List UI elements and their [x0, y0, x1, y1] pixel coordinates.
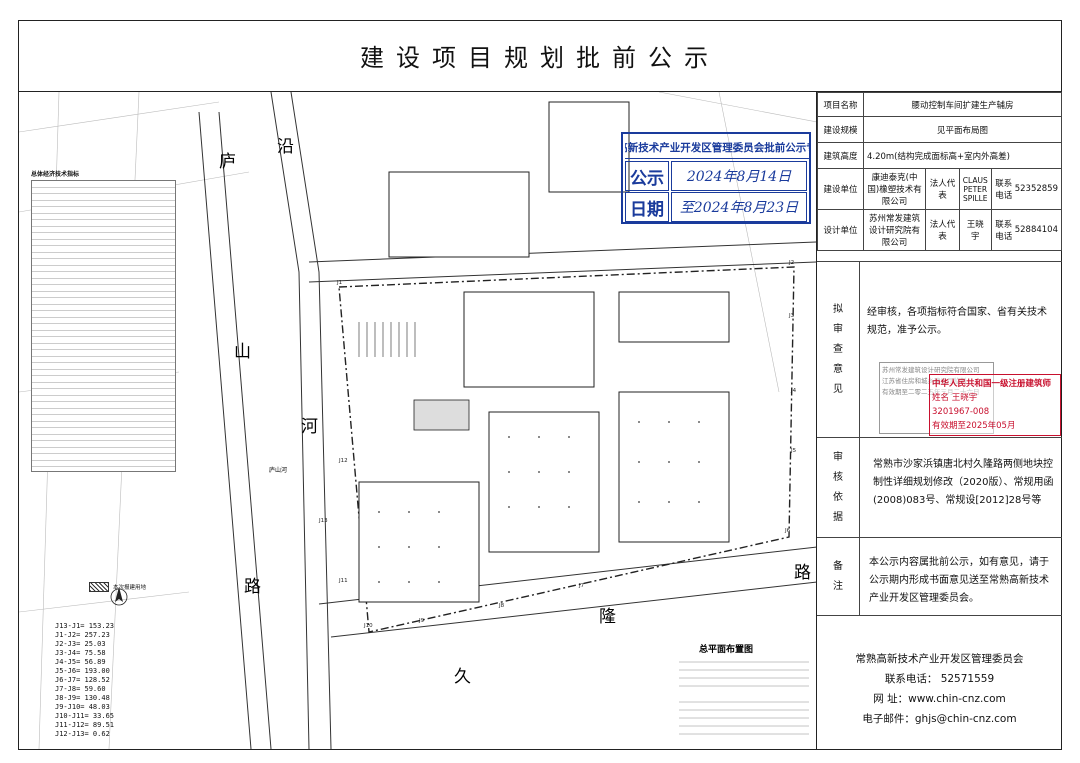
coord-row: J11-J12= 89.51: [55, 721, 115, 729]
coord-row: J5-J6= 193.00: [55, 667, 110, 675]
basis-label: 审 核 依 据: [817, 438, 860, 537]
footer-email: 电子邮件：ghjs@chin-cnz.com: [862, 713, 1017, 725]
opinion-section: 拟 审 查 意 见 经审核，各项指标符合国家、省有关技术规范，准予公示。 苏州常…: [817, 261, 1062, 437]
designer-label: 设计单位: [817, 209, 864, 251]
builder-label: 建设单位: [817, 168, 864, 210]
coord-row: J8-J9= 130.48: [55, 694, 110, 702]
builder-phone-value: 52352859: [1014, 184, 1058, 194]
info-panel: 项目名称 腰动控制车间扩建生产辅房 建设规模 见平面布局图 建筑高度 4.20m…: [817, 92, 1063, 749]
footer-phone: 联系电话： 52571559: [884, 673, 995, 685]
economic-index-table: 总体经济技术指标: [31, 171, 176, 473]
basis-section: 审 核 依 据 常熟市沙家浜镇唐北村久隆路两侧地块控制性详细规划修改（2020版…: [817, 437, 1062, 537]
road-label-lushan-1: 庐: [219, 152, 236, 172]
river-label-2: 河: [301, 417, 318, 437]
builder-rep: CLAUS PETER SPILLE: [958, 168, 992, 210]
site-plan: 庐 山 路 沿 河 久 隆 路 庐山河 总平面布置图 J1 J2 J3 J4 J…: [19, 92, 817, 749]
north-arrow-icon: [110, 587, 128, 606]
marker-j10: J10: [363, 623, 373, 629]
designer-phone-label: 联系电话: [995, 220, 1013, 242]
designer-rep: 王晓宇: [958, 209, 992, 251]
opinion-label: 拟 审 查 意 见: [817, 262, 860, 437]
height-label: 建筑高度: [817, 142, 864, 169]
coord-row: J4-J5= 56.89: [55, 658, 106, 666]
page-title: 建设项目规划批前公示: [18, 20, 1062, 92]
designer-rep-label: 法人代表: [925, 209, 960, 251]
stamp-date-end: 至2024年8月23日: [671, 192, 807, 222]
project-info-table: 项目名称 腰动控制车间扩建生产辅房 建设规模 见平面布局图 建筑高度 4.20m…: [817, 92, 1063, 251]
scale-label: 建设规模: [817, 116, 864, 143]
designer-phone: 联系电话 52884104: [990, 209, 1063, 251]
builder-phone: 联系电话 52352859: [990, 168, 1063, 210]
document-frame: [18, 20, 1062, 750]
designer-name: 苏州常发建筑设计研究院有限公司: [862, 209, 927, 251]
site-plan-drawing: 庐 山 路 沿 河 久 隆 路 庐山河 总平面布置图 J1 J2 J3 J4 J…: [19, 92, 816, 749]
notes-title: 总体经济技术指标: [31, 171, 80, 178]
footer-section: 常熟高新技术产业开发区管理委员会 联系电话： 52571559 网 址：www.…: [817, 615, 1062, 749]
designer-phone-value: 52884104: [1014, 225, 1058, 235]
remarks-label: 备 注: [817, 538, 860, 615]
builder-rep-label: 法人代表: [925, 168, 960, 210]
coord-row: J9-J10= 48.03: [55, 703, 110, 711]
coord-row: J6-J7= 128.52: [55, 676, 110, 684]
road-label-lushan-2: 山: [234, 342, 251, 362]
coordinate-list: J13-J1= 153.23 J1-J2= 257.23 J2-J3= 25.0…: [55, 622, 114, 739]
footer-org: 常熟高新技术产业开发区管理委员会: [855, 653, 1024, 665]
remarks-text: 本公示内容属批前公示，如有意见，请于公示期内形成书面意见送至常熟高新技术产业开发…: [869, 557, 1049, 604]
stamp-date-start: 2024年8月14日: [671, 161, 807, 191]
legend: 本次报建用地: [89, 582, 146, 592]
remarks-section: 备 注 本公示内容属批前公示，如有意见，请于公示期内形成书面意见送至常熟高新技术…: [817, 537, 1062, 615]
architect-stamp: 中华人民共和国一级注册建筑师 姓名 王晓宇 3201967-008 有效期至20…: [929, 374, 1061, 436]
publicity-stamp: 常熟高新技术产业开发区管理委员会批前公示专用章 公示 日期 2024年8月14日…: [621, 132, 811, 224]
river-name: 庐山河: [269, 466, 287, 474]
footer-website: 网 址：www.chin-cnz.com: [873, 693, 1006, 705]
coord-row: J1-J2= 257.23: [55, 631, 110, 639]
marker-j12: J12: [338, 458, 348, 464]
road-label-jiulong-3: 路: [794, 563, 811, 583]
marker-j4: J4: [790, 388, 797, 394]
road-label-jiulong-1: 久: [454, 667, 471, 687]
coord-row: J13-J1= 153.23: [55, 622, 115, 630]
marker-j6: J6: [784, 528, 791, 534]
marker-j7: J7: [578, 583, 585, 589]
coord-row: J7-J8= 59.60: [55, 685, 106, 693]
coord-row: J2-J3= 25.03: [55, 640, 106, 648]
drawing-title: 总平面布置图: [699, 643, 753, 655]
hatch-swatch-icon: [89, 582, 109, 592]
project-name-label: 项目名称: [817, 92, 864, 117]
stamp-label-top: 公示: [625, 161, 669, 191]
basis-text: 常熟市沙家浜镇唐北村久隆路两侧地块控制性详细规划修改（2020版）、常规用函(2…: [873, 459, 1054, 506]
road-label-lushan-3: 路: [244, 577, 261, 597]
height-value: 4.20m(结构完成面标高+室内外高差): [862, 142, 1063, 169]
river-label-1: 沿: [277, 137, 294, 157]
legend-label: 本次报建用地: [113, 585, 147, 591]
scale-value: 见平面布局图: [862, 116, 1063, 143]
project-name-value: 腰动控制车间扩建生产辅房: [862, 92, 1063, 117]
marker-j1: J1: [336, 280, 342, 286]
marker-j9: J9: [418, 618, 425, 624]
marker-j3: J3: [788, 313, 795, 319]
builder-phone-label: 联系电话: [995, 179, 1013, 201]
builder-name: 康迪泰克(中国)橡塑技术有限公司: [862, 168, 927, 210]
coord-row: J10-J11= 33.65: [55, 712, 115, 720]
marker-j11: J11: [338, 578, 348, 584]
marker-j13: J13: [318, 518, 328, 524]
marker-j8: J8: [498, 603, 505, 609]
stamp-label-bottom: 日期: [625, 192, 669, 222]
opinion-text: 经审核，各项指标符合国家、省有关技术规范，准予公示。: [867, 307, 1047, 336]
road-label-jiulong-2: 隆: [599, 607, 616, 627]
stamp-header: 常熟高新技术产业开发区管理委员会批前公示专用章: [625, 136, 809, 159]
marker-j2: J2: [788, 260, 794, 266]
marker-j5: J5: [790, 448, 797, 454]
coord-row: J3-J4= 75.58: [55, 649, 106, 657]
coord-row: J12-J13= 0.62: [55, 730, 110, 738]
